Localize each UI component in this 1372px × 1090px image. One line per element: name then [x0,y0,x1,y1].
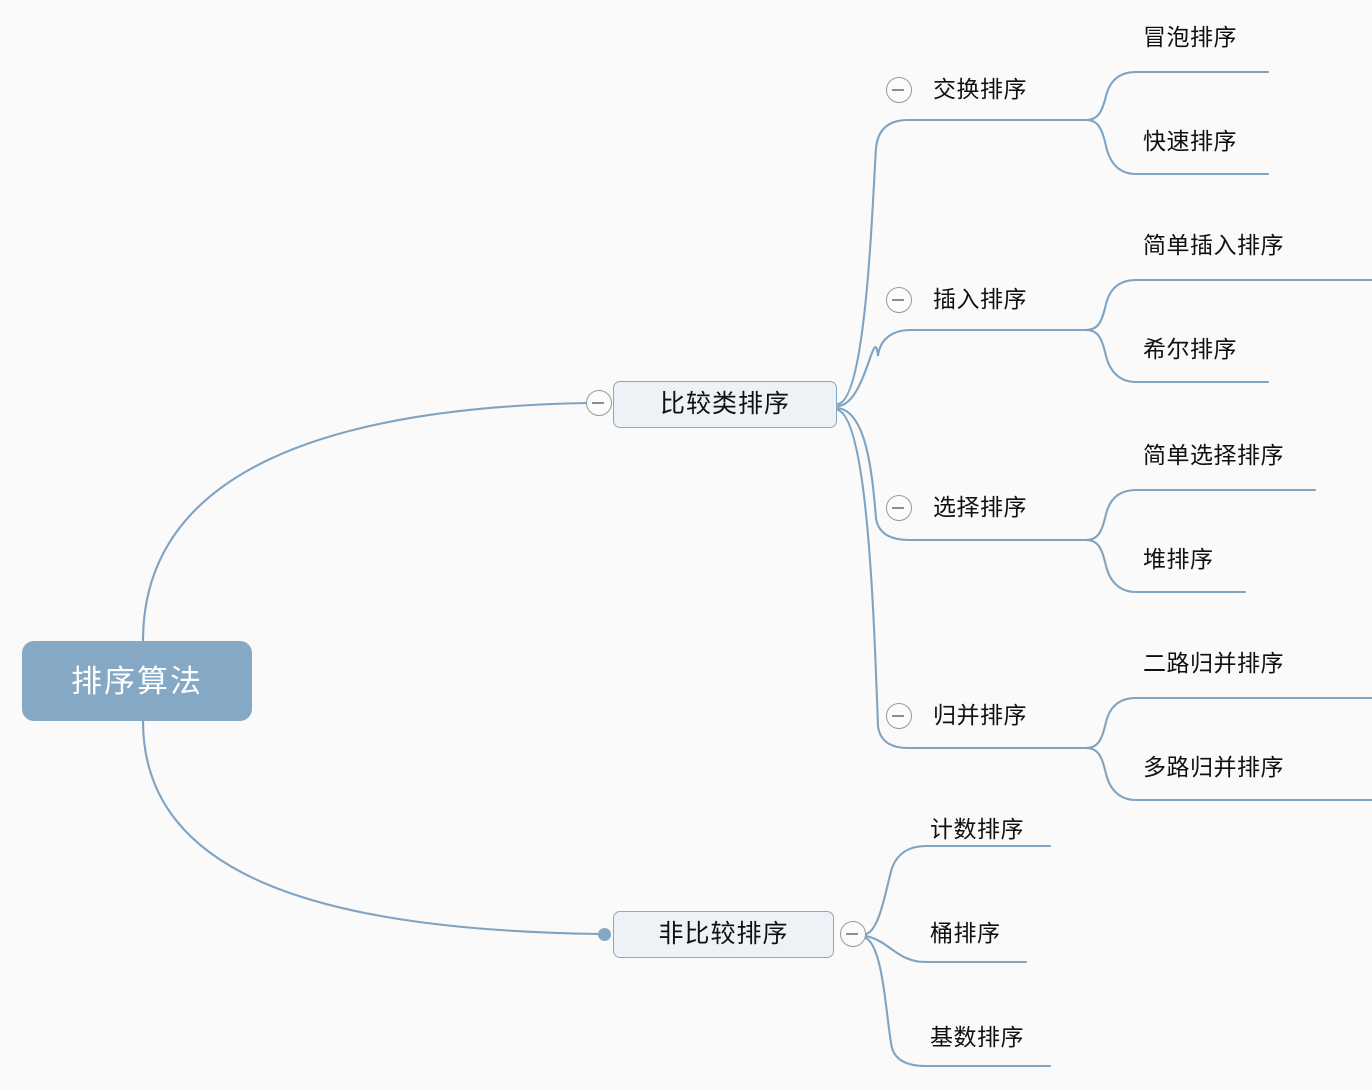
connector-dot-noncompare [598,928,611,941]
node-merge-sorting[interactable]: 归并排序 [933,703,1027,728]
wire-root-to-noncompare [141,719,602,936]
collapse-toggle-merge[interactable] [886,703,912,729]
wire-compare-to-exchange [836,118,1088,406]
collapse-toggle-noncompare[interactable] [840,921,866,947]
leaf-two-way-merge-sort[interactable]: 二路归并排序 [1143,651,1284,676]
node-exchange-sorting[interactable]: 交换排序 [933,77,1027,102]
leaf-simple-insertion-sort[interactable]: 简单插入排序 [1143,233,1284,258]
wire-selection-to-simple [1084,488,1317,542]
wire-compare-to-selection [836,406,1088,542]
leaf-counting-sort[interactable]: 计数排序 [930,817,1024,842]
node-selection-sorting[interactable]: 选择排序 [933,495,1027,520]
leaf-simple-selection-sort[interactable]: 简单选择排序 [1143,443,1284,468]
leaf-bubble-sort[interactable]: 冒泡排序 [1143,25,1237,50]
collapse-toggle-compare[interactable] [586,390,612,416]
leaf-quick-sort[interactable]: 快速排序 [1143,129,1237,154]
leaf-bucket-sort[interactable]: 桶排序 [930,921,1001,946]
collapse-toggle-insertion[interactable] [886,287,912,313]
wire-root-to-compare [141,401,588,643]
root-node[interactable]: 排序算法 [22,641,252,721]
wire-insertion-to-simple [1084,278,1372,332]
collapse-toggle-selection[interactable] [886,495,912,521]
wire-merge-to-two-way [1084,696,1372,750]
leaf-heap-sort[interactable]: 堆排序 [1143,547,1214,572]
root-node-label: 排序算法 [71,663,203,699]
leaf-shell-sort[interactable]: 希尔排序 [1143,337,1237,362]
node-compare-sorting-label: 比较类排序 [659,391,790,418]
collapse-toggle-exchange[interactable] [886,77,912,103]
wire-exchange-to-bubble [1084,70,1270,122]
leaf-multi-way-merge-sort[interactable]: 多路归并排序 [1143,755,1284,780]
node-compare-sorting[interactable]: 比较类排序 [613,381,837,428]
node-noncomparison-sorting[interactable]: 非比较排序 [613,911,834,958]
node-insertion-sorting[interactable]: 插入排序 [933,287,1027,312]
wire-compare-to-merge [836,408,1088,750]
node-noncomparison-sorting-label: 非比较排序 [658,921,789,948]
wire-compare-to-insertion [836,328,1088,408]
leaf-radix-sort[interactable]: 基数排序 [930,1025,1024,1050]
